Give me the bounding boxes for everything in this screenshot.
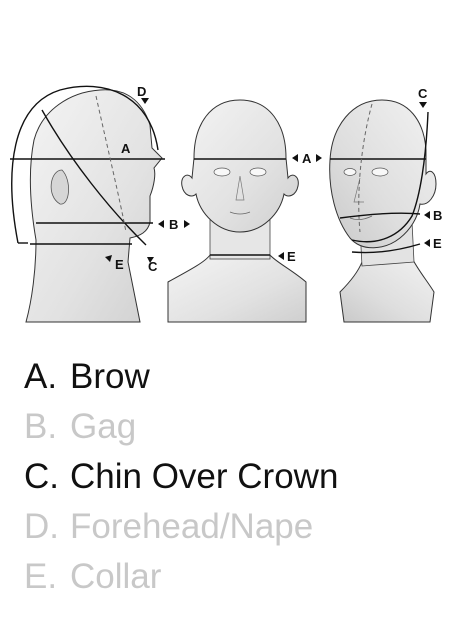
- arrow-e-front: [278, 252, 284, 260]
- arrow-c-tq: [419, 102, 427, 108]
- legend-item-brow: A. Brow: [24, 352, 338, 402]
- side-ear: [50, 169, 69, 205]
- legend-item-collar: E. Collar: [24, 552, 338, 602]
- strap-c-chin-crown-side: [41, 109, 147, 246]
- arrow-e-side: [105, 255, 112, 262]
- strap-e-collar-tq: [351, 243, 421, 254]
- arrow-b-tq: [424, 211, 430, 219]
- tq-label-e: E: [433, 236, 442, 251]
- side-label-c: C: [148, 259, 158, 274]
- arrow-b-side: [158, 220, 164, 228]
- tq-left-eye: [343, 168, 357, 176]
- arrow-c-side: [147, 257, 154, 263]
- legend-item-forehead-nape: D. Forehead/Nape: [24, 502, 338, 552]
- legend-letter: A.: [24, 357, 58, 396]
- side-label-e: E: [115, 257, 124, 272]
- legend-text: Brow: [70, 357, 150, 396]
- strap-b-gag-tq: [339, 212, 421, 219]
- side-view-head: D A B E C: [10, 84, 190, 323]
- tq-mouth: [349, 215, 373, 220]
- front-view-head: A E: [167, 99, 322, 323]
- legend-item-chin-over-crown: C. Chin Over Crown: [24, 452, 338, 502]
- legend-text: Collar: [70, 557, 162, 596]
- legend-text: Gag: [70, 407, 137, 446]
- tq-right-eye: [371, 167, 389, 177]
- front-label-a: A: [302, 151, 312, 166]
- front-left-eye: [213, 167, 231, 177]
- arrow-a-front-left: [292, 154, 298, 162]
- front-label-e: E: [287, 249, 296, 264]
- three-quarter-view-head: C B E: [329, 86, 442, 323]
- legend-text: Chin Over Crown: [70, 457, 339, 496]
- front-head-silhouette: [181, 99, 299, 233]
- legend-letter: E.: [24, 557, 58, 596]
- arrow-a-front-right: [316, 154, 322, 162]
- arrow-e-tq: [424, 239, 430, 247]
- strap-c-dashed-side: [95, 95, 127, 233]
- front-right-eye: [249, 167, 267, 177]
- legend-letter: D.: [24, 507, 59, 546]
- side-label-b: B: [169, 217, 178, 232]
- tq-label-b: B: [433, 208, 442, 223]
- front-mouth: [229, 211, 251, 215]
- legend-text: Forehead/Nape: [70, 507, 314, 546]
- arrow-d: [141, 98, 149, 104]
- arrow-b-side-right: [184, 220, 190, 228]
- front-nose: [235, 175, 245, 201]
- tq-nose: [353, 177, 364, 203]
- strap-legend: A. Brow B. Gag C. Chin Over Crown D. Forehea…: [24, 352, 338, 602]
- legend-letter: C.: [24, 457, 59, 496]
- legend-item-gag: B. Gag: [24, 402, 338, 452]
- tq-torso: [339, 257, 435, 323]
- head-measurement-diagram: D A B E C A E: [10, 84, 442, 323]
- side-label-d: D: [137, 84, 146, 99]
- side-label-a: A: [121, 141, 131, 156]
- strap-d-forehead-nape: [11, 85, 159, 244]
- side-head-silhouette: [25, 89, 163, 323]
- front-shoulders: [167, 254, 307, 323]
- legend-letter: B.: [24, 407, 58, 446]
- strap-c-dashed-tq: [358, 103, 373, 233]
- strap-c-chin-crown-tq: [351, 111, 429, 243]
- tq-label-c: C: [418, 86, 428, 101]
